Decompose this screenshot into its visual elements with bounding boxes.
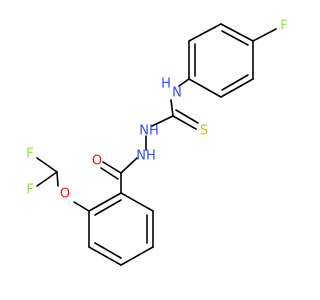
bond <box>188 78 222 98</box>
atom-n-aryl: N <box>172 86 182 101</box>
benzene-ring <box>88 192 154 266</box>
molecule-diagram: F H N NH S O NH F O F <box>26 19 288 266</box>
bond-c-f-top <box>36 157 58 173</box>
bond-nh-co <box>120 157 138 174</box>
fluorophenyl-ring <box>188 23 254 98</box>
bond-ring-nh <box>178 78 190 87</box>
atom-h-aryl: H <box>161 77 171 92</box>
bond-nh-c <box>170 99 174 117</box>
bond-c-s-double <box>175 109 199 124</box>
atom-o-carbonyl: O <box>92 154 102 169</box>
bond <box>220 78 254 98</box>
double-bond-inner <box>221 74 249 91</box>
atom-s-thione: S <box>200 124 208 139</box>
atom-f-left-top: F <box>26 147 33 162</box>
structure-svg: F H N NH S O NH F O F <box>26 19 288 266</box>
atom-nh-hydrazine-2: NH <box>136 149 156 164</box>
bond-c-nh <box>151 115 174 127</box>
bond-o-c <box>56 171 59 187</box>
double-bond-inner <box>94 199 122 216</box>
bond-c-o-double <box>100 167 119 180</box>
double-bond-inner <box>94 242 122 259</box>
atom-nh-hydrazine-1: NH <box>139 124 159 139</box>
atom-o-ether: O <box>60 187 70 202</box>
atom-f-top: F <box>280 19 287 34</box>
bond <box>188 23 222 42</box>
bond <box>88 246 122 266</box>
bond-c-o <box>102 161 122 174</box>
bond <box>220 23 254 42</box>
bond <box>88 192 122 212</box>
atom-f-left-bottom: F <box>26 183 33 198</box>
bond-ring-o <box>73 201 90 212</box>
bond-c-s <box>172 115 197 130</box>
bond-c-f-bottom <box>36 171 58 187</box>
bond <box>120 192 154 212</box>
bond-c-f <box>252 28 277 42</box>
bond <box>120 246 154 266</box>
double-bond-inner <box>221 30 249 46</box>
